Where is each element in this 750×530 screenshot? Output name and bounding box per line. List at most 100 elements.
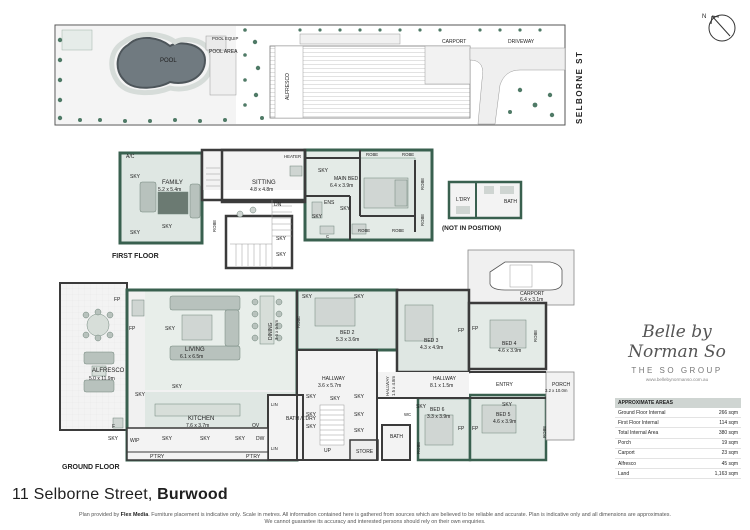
- hallway3-dim: 1.5 x 4.8m: [391, 376, 396, 396]
- hall-sky-4: SKY: [306, 412, 317, 418]
- site-trees: [57, 28, 555, 123]
- carport-label: CARPORT: [520, 291, 544, 297]
- disclaimer-prefix: Plan provided by: [79, 512, 121, 518]
- c-label: C: [326, 234, 329, 239]
- area-label: First Floor Internal: [618, 419, 659, 426]
- bed3-label: BED 3: [424, 338, 439, 344]
- hallway2-label: HALLWAY: [433, 376, 457, 382]
- hall-sky-1: SKY: [306, 394, 317, 400]
- bed4-dim: 4.6 x 3.9m: [498, 348, 521, 354]
- area-label: Land: [618, 470, 630, 477]
- compass-north-label: N: [702, 14, 706, 20]
- bath-label: BATH: [390, 434, 403, 440]
- pool-shape: [116, 36, 207, 89]
- area-value: 114 sqm: [719, 419, 738, 426]
- bed5-sky: SKY: [502, 402, 513, 408]
- area-label: Ground Floor Internal: [618, 409, 666, 416]
- wc-label: WC: [404, 412, 411, 417]
- kitchen-dim: 7.6 x 3.7m: [186, 423, 209, 429]
- fp-living: FP: [129, 326, 136, 332]
- kitchen-sky-3: SKY: [235, 436, 246, 442]
- family-robe: ROBE: [212, 220, 217, 232]
- hall-sky-5: SKY: [354, 412, 365, 418]
- first-floor-title: FIRST FLOOR: [112, 253, 159, 260]
- dw-label: DW: [256, 436, 265, 442]
- bed2-dim: 5.3 x 3.6m: [336, 337, 359, 343]
- sitting-dim: 4.8 x 4.8m: [250, 187, 273, 193]
- area-label: Carport: [618, 450, 635, 457]
- family-sky-1: SKY: [130, 174, 141, 180]
- fp-bed3: FP: [458, 328, 465, 334]
- fp-bed4: FP: [472, 326, 479, 332]
- robe-bottom-2: ROBE: [392, 228, 404, 233]
- ptry-label-2: P'TRY: [246, 454, 261, 460]
- ac-label: A/C: [126, 154, 135, 160]
- not-in-position-label: (NOT IN POSITION): [442, 225, 501, 232]
- hallway1-dim: 3.6 x 5.7m: [318, 383, 341, 389]
- family-label: FAMILY: [162, 180, 183, 186]
- stair-sky-2: SKY: [276, 252, 287, 258]
- area-row: First Floor Internal 114 sqm: [615, 418, 741, 429]
- bed4-label: BED 4: [502, 341, 517, 347]
- brand-group: THE SO GROUP: [631, 366, 723, 375]
- area-label: Total Internal Area: [618, 429, 659, 436]
- main-bed-sky-2: SKY: [340, 206, 351, 212]
- hall-sky-6: SKY: [306, 424, 317, 430]
- area-label: Alfresco: [618, 460, 637, 467]
- ptry-label-1: P'TRY: [150, 454, 165, 460]
- bed3-dim: 4.3 x 4.9m: [420, 345, 443, 351]
- bed2-sky-2: SKY: [354, 294, 365, 300]
- carport-dim: 6.4 x 3.1m: [520, 297, 543, 303]
- fp-bed6: FP: [458, 426, 465, 432]
- address-suburb: Burwood: [157, 486, 228, 503]
- sky-entry: SKY: [135, 392, 146, 398]
- wip-sky: SKY: [108, 436, 119, 442]
- street-label: SELBORNE ST: [575, 51, 584, 124]
- porch-dim: 3.2 x 10.0m: [545, 388, 568, 393]
- heater-label: HEATER: [284, 154, 301, 159]
- living-sky-2: SKY: [172, 384, 183, 390]
- alfresco-label: ALFRESCO: [92, 368, 125, 374]
- lin-label-2: LIN: [271, 446, 278, 451]
- robe-top-2: ROBE: [402, 152, 414, 157]
- porch-label: PORCH: [552, 382, 570, 388]
- ground-floor-plan: ALFRESCO 5.0 x 11.9m LIVING 6.1 x 6.5m S…: [59, 249, 575, 471]
- ldry-label: L'DRY: [456, 197, 471, 203]
- fp-bed5: FP: [472, 426, 479, 432]
- site-plan: POOL POOL EQUIP POOL AREA ALFRESCO CARPO…: [54, 24, 584, 126]
- bed6-robe: ROBE: [416, 442, 421, 454]
- nip-bath-label: BATH: [504, 199, 517, 205]
- family-sky-3: SKY: [130, 230, 141, 236]
- bed2-label: BED 2: [340, 330, 355, 336]
- entry-label: ENTRY: [496, 382, 514, 388]
- area-row: Ground Floor Internal 266 sqm: [615, 408, 741, 419]
- area-value: 380 sqm: [718, 429, 738, 436]
- bed6-dim: 3.3 x 3.9m: [427, 414, 450, 420]
- hallway1-label: HALLWAY: [322, 376, 346, 382]
- disclaimer-provider: Flex Media: [120, 512, 149, 518]
- robe-top-1: ROBE: [366, 152, 378, 157]
- bed5-label: BED 5: [496, 412, 511, 418]
- ens-sky: SKY: [312, 214, 323, 220]
- first-floor-furniture: [139, 165, 409, 235]
- not-in-position-plan: L'DRY BATH (NOT IN POSITION): [442, 180, 523, 232]
- area-value: 266 sqm: [718, 409, 738, 416]
- hall-sky-2: SKY: [330, 396, 341, 402]
- ground-floor-title: GROUND FLOOR: [62, 464, 120, 471]
- sitting-label: SITTING: [252, 180, 276, 186]
- stair-dn-label: DN: [274, 202, 282, 208]
- bed5-dim: 4.6 x 3.9m: [493, 419, 516, 425]
- area-label: Porch: [618, 440, 632, 447]
- stair-sky-1: SKY: [276, 236, 287, 242]
- agency-brand: Belle by Norman So THE SO GROUP www.bell…: [612, 322, 742, 382]
- up-label: UP: [324, 448, 332, 454]
- driveway-label: DRIVEWAY: [508, 39, 535, 45]
- bed2-sky: SKY: [302, 294, 313, 300]
- bed6-label: BED 6: [430, 407, 445, 413]
- area-value: 19 sqm: [721, 440, 738, 447]
- ground-floor-furniture: [82, 295, 527, 446]
